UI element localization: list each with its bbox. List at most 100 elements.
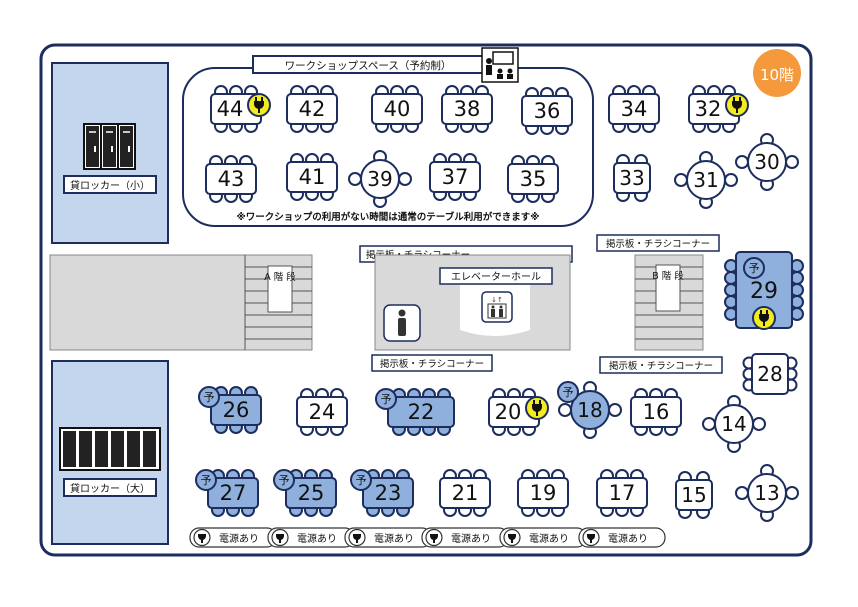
power-label: 電源あり	[529, 532, 569, 545]
power-label: 電源あり	[297, 532, 337, 545]
stairs-b-block: 掲示板・チラシコーナー B 階 段 掲示板・チラシコーナー	[596, 234, 723, 374]
table-24[interactable]: 24	[296, 388, 348, 436]
stairs-a-label: A 階 段	[264, 271, 296, 283]
floor-badge: 10階	[753, 49, 801, 97]
table-31[interactable]: 31	[674, 151, 738, 209]
reserved-mark: 予	[563, 386, 574, 399]
reserved-badge: 予	[198, 386, 220, 408]
small-locker-icon	[83, 123, 136, 170]
table-39[interactable]: 39	[348, 150, 412, 208]
table-15[interactable]: 15	[675, 471, 713, 519]
locker-area-large: 貸ロッカー（大）	[51, 360, 169, 545]
table-42[interactable]: 42	[286, 85, 338, 133]
locker-area-small: 貸ロッカー（小）	[51, 62, 169, 244]
tables-layer: 44 42 40 38 36 34 32 43 41 39 37 35 33 31 30 29 予 28 26予 24…	[195, 85, 804, 522]
table-number: 25	[298, 481, 325, 505]
table-number: 29	[750, 279, 778, 304]
table-number: 36	[534, 99, 561, 123]
table-26[interactable]: 26予	[198, 386, 262, 434]
table-number: 37	[442, 165, 469, 189]
table-40[interactable]: 40	[371, 85, 423, 133]
workshop-area: ワークショップスペース（予約制） ※ワークショップの利用がない時間は通常のテーブ…	[182, 47, 594, 227]
power-label: 電源あり	[608, 532, 648, 545]
reserved-badge: 予	[743, 257, 765, 279]
table-19[interactable]: 19	[517, 469, 569, 517]
table-13[interactable]: 13	[735, 464, 799, 522]
table-number: 40	[384, 97, 411, 121]
reserved-mark: 予	[204, 391, 215, 404]
power-available-tag: 電源あり	[578, 527, 666, 548]
table-30[interactable]: 30	[735, 133, 799, 191]
restroom-icon	[383, 304, 421, 342]
table-number: 33	[619, 166, 644, 190]
presentation-icon	[481, 47, 519, 83]
large-locker-icon	[59, 427, 161, 471]
svg-text:↓↑: ↓↑	[491, 296, 503, 304]
table-32[interactable]: 32	[688, 85, 749, 133]
table-number: 27	[220, 481, 247, 505]
table-number: 44	[217, 97, 244, 121]
table-number: 34	[621, 97, 648, 121]
table-17[interactable]: 17	[596, 469, 648, 517]
notice-board-bottom-label: 掲示板・チラシコーナー	[380, 358, 484, 370]
power-outlets-layer: 電源あり 電源あり 電源あり 電源あり 電源あり 電源あり	[189, 527, 666, 548]
reserved-mark: 予	[749, 262, 760, 275]
table-20[interactable]: 20	[488, 388, 549, 436]
table-35[interactable]: 35	[507, 155, 559, 203]
elevator-icon: ↓↑	[481, 291, 513, 323]
reserved-badge: 予	[195, 469, 217, 491]
table-22[interactable]: 22予	[375, 388, 455, 436]
table-29[interactable]: 29 予	[724, 251, 804, 330]
power-label: 電源あり	[374, 532, 414, 545]
table-41[interactable]: 41	[286, 153, 338, 201]
table-38[interactable]: 38	[441, 85, 493, 133]
elevator-hall: 掲示板・チラシコーナー エレベーターホール ↓↑ 掲示板・チラシコーナー	[359, 245, 573, 372]
table-number: 24	[309, 400, 336, 424]
table-37[interactable]: 37	[429, 153, 481, 201]
table-number: 28	[757, 362, 782, 386]
power-available-tag: 電源あり	[189, 527, 277, 548]
table-number: 38	[454, 97, 481, 121]
table-23[interactable]: 23 予	[350, 469, 414, 517]
power-label: 電源あり	[451, 532, 491, 545]
table-number: 14	[721, 412, 746, 436]
table-number: 13	[754, 481, 779, 505]
workshop-note: ※ワークショップの利用がない時間は通常のテーブル利用ができます※	[237, 211, 540, 223]
notice-board-right-bottom-label: 掲示板・チラシコーナー	[609, 360, 713, 372]
table-27[interactable]: 27予	[195, 469, 259, 517]
power-outlet-icon	[247, 93, 271, 117]
table-number: 17	[609, 481, 636, 505]
power-outlet-icon	[725, 93, 749, 117]
table-36[interactable]: 36	[521, 87, 573, 135]
table-number: 15	[681, 483, 706, 507]
table-16[interactable]: 16	[630, 388, 682, 436]
reserved-badge: 予	[273, 469, 295, 491]
table-number: 20	[495, 400, 522, 424]
table-25[interactable]: 25予	[273, 469, 337, 517]
table-21[interactable]: 21	[439, 469, 491, 517]
table-number: 35	[520, 167, 547, 191]
reserved-mark: 予	[356, 474, 367, 487]
workshop-title: ワークショップスペース（予約制）	[285, 59, 452, 72]
table-number: 43	[218, 167, 245, 191]
reserved-mark: 予	[381, 393, 392, 406]
table-number: 16	[643, 400, 670, 424]
table-33[interactable]: 33	[613, 154, 651, 202]
table-number: 21	[452, 481, 479, 505]
locker-large-label: 貸ロッカー（大）	[70, 482, 150, 495]
power-label: 電源あり	[219, 532, 259, 545]
table-14[interactable]: 14	[702, 395, 766, 453]
table-number: 31	[693, 168, 718, 192]
stairs-b-label: B 階 段	[652, 270, 684, 282]
table-28[interactable]: 28	[742, 353, 798, 395]
table-number: 23	[375, 481, 402, 505]
table-34[interactable]: 34	[608, 85, 660, 133]
locker-small-label: 貸ロッカー（小）	[70, 179, 150, 192]
power-available-tag: 電源あり	[267, 527, 355, 548]
table-18[interactable]: 18予	[557, 381, 622, 439]
table-number: 18	[577, 398, 602, 422]
table-number: 41	[299, 165, 326, 189]
reserved-badge: 予	[375, 388, 397, 410]
table-43[interactable]: 43	[205, 155, 257, 203]
table-44[interactable]: 44	[210, 85, 271, 133]
